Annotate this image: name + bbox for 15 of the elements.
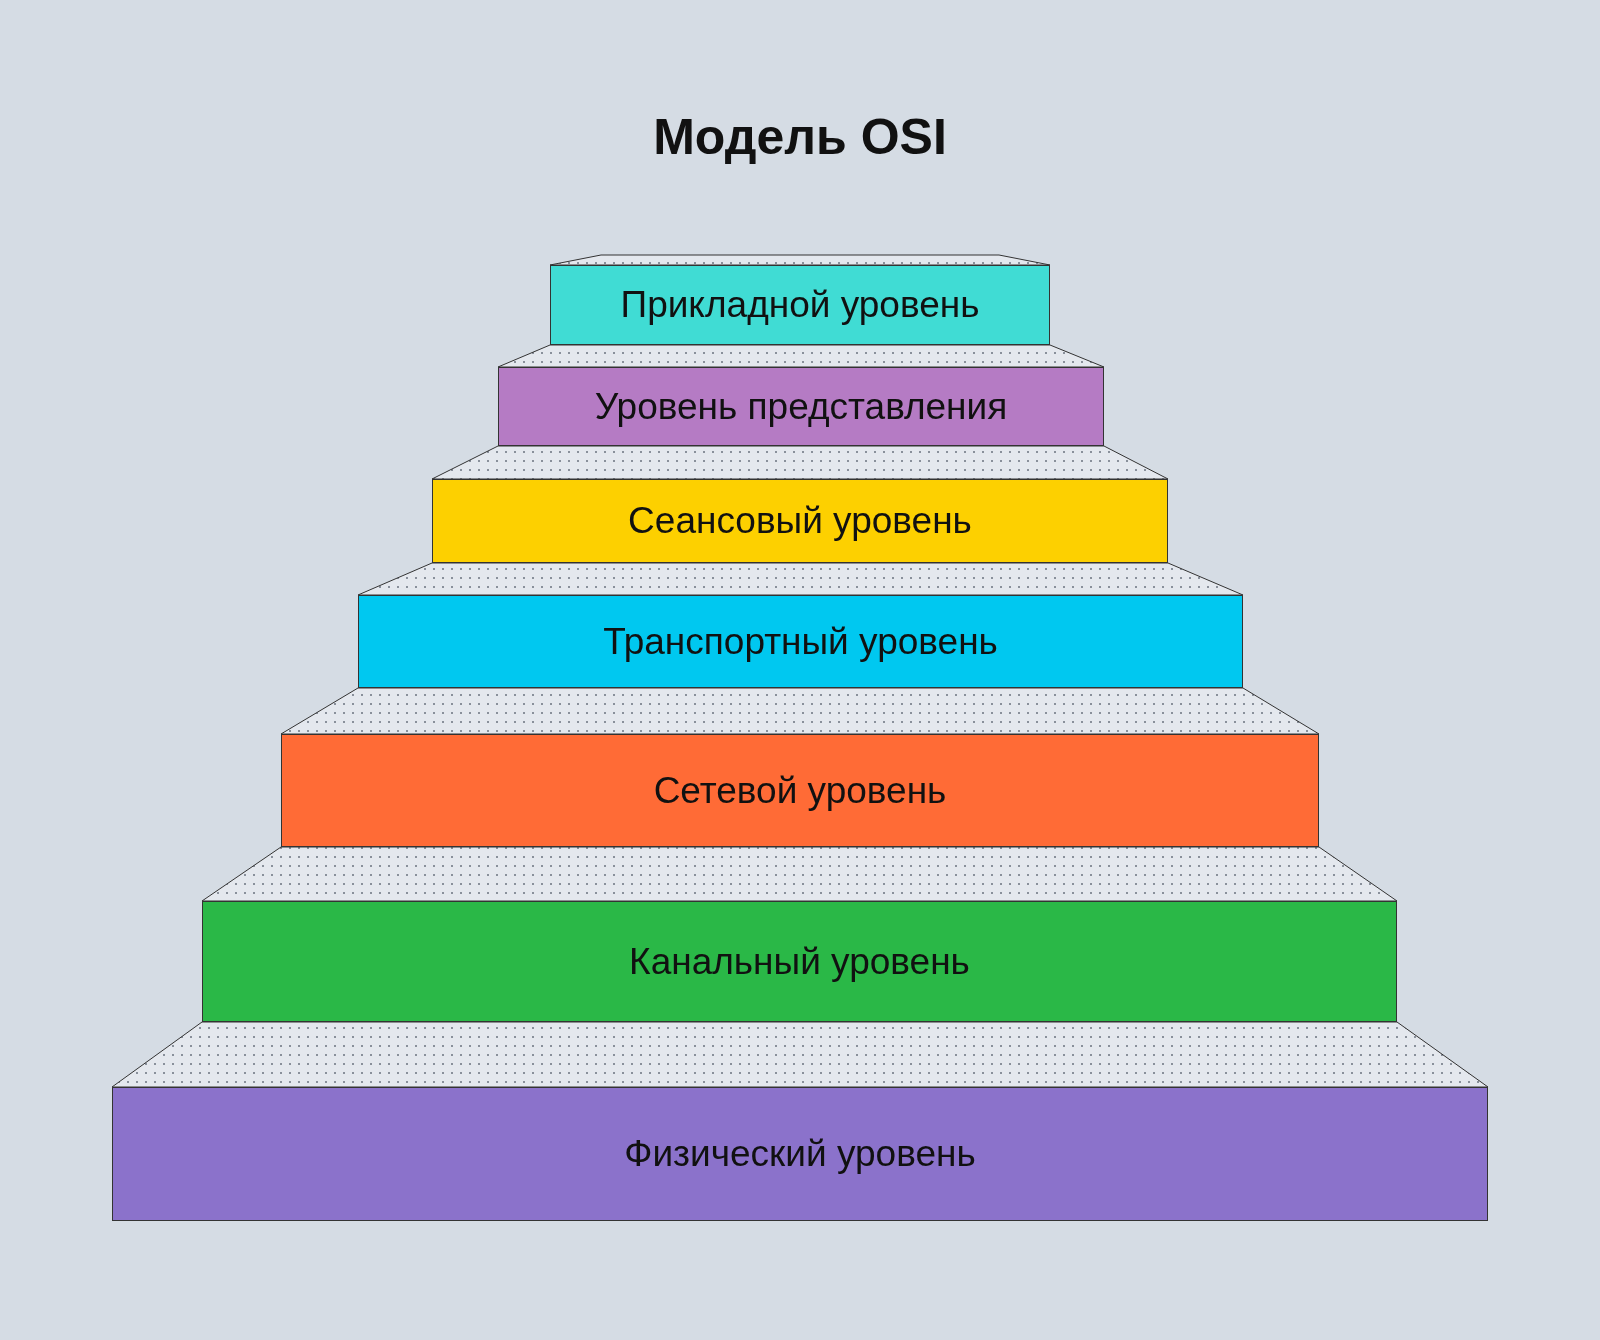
layer-block <box>550 265 1050 345</box>
layer-block <box>358 595 1243 688</box>
layer-block <box>112 1087 1488 1221</box>
title: Модель OSI <box>652 108 948 166</box>
layer-label: Канальный уровень <box>629 940 970 983</box>
layer-label: Сетевой уровень <box>653 769 947 812</box>
layer-block <box>498 367 1104 446</box>
layer-block <box>202 901 1397 1022</box>
layer-block <box>432 479 1168 563</box>
layer-block <box>281 734 1319 847</box>
layer-label: Прикладной уровень <box>620 284 980 326</box>
layer-label: Транспортный уровень <box>603 620 998 663</box>
layer-label: Физический уровень <box>624 1133 976 1175</box>
layer-label: Сеансовый уровень <box>628 500 972 542</box>
layer-label: Уровень представления <box>594 385 1008 428</box>
